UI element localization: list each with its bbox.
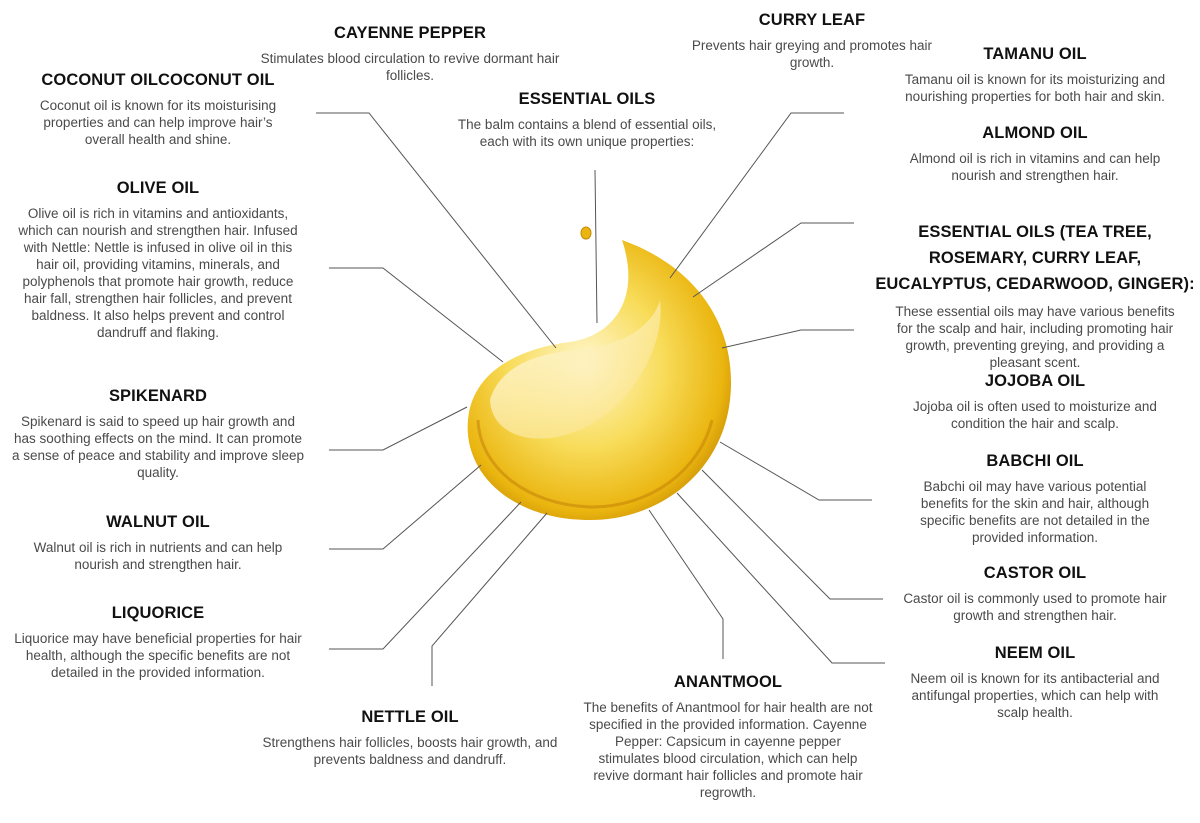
ingredient-title: ESSENTIAL OILS bbox=[518, 90, 656, 108]
oil-drop-highlight bbox=[490, 300, 661, 439]
ingredient-essential-oils: ESSENTIAL OILS The balm contains a blend… bbox=[456, 89, 718, 150]
ingredient-essential-oils-blend: ESSENTIAL OILS (TEA TREE, ROSEMARY, CURR… bbox=[870, 219, 1200, 371]
ingredient-title: WALNUT OIL bbox=[106, 513, 210, 531]
ingredient-title: ESSENTIAL OILS (TEA TREE, ROSEMARY, CURR… bbox=[875, 223, 1195, 293]
connector-jojoba bbox=[721, 329, 854, 349]
connector-coconut bbox=[316, 112, 557, 349]
ingredient-description: Walnut oil is rich in nutrients and can … bbox=[33, 540, 283, 572]
ingredient-description: The balm contains a blend of essential o… bbox=[457, 117, 717, 149]
ingredient-nettle-oil: NETTLE OIL Strengthens hair follicles, b… bbox=[260, 707, 560, 768]
ingredient-title: TAMANU OIL bbox=[983, 45, 1087, 63]
ingredient-babchi-oil: BABCHI OIL Babchi oil may have various p… bbox=[906, 451, 1164, 546]
ingredient-title: NEEM OIL bbox=[994, 644, 1076, 662]
connector-neem bbox=[676, 492, 885, 664]
ingredient-olive-oil: OLIVE OIL Olive oil is rich in vitamins … bbox=[12, 178, 304, 341]
ingredient-coconut-oil: COCONUT OILCOCONUT OIL Coconut oil is kn… bbox=[27, 70, 289, 148]
ingredient-walnut-oil: WALNUT OIL Walnut oil is rich in nutrien… bbox=[21, 512, 296, 573]
connector-anantmool bbox=[648, 509, 724, 659]
ingredient-description: Jojoba oil is often used to moisturize a… bbox=[913, 399, 1157, 431]
connector-essential-center bbox=[594, 169, 598, 324]
ingredient-almond-oil: ALMOND OIL Almond oil is rich in vitamin… bbox=[899, 123, 1171, 184]
ingredient-title: CAYENNE PEPPER bbox=[333, 24, 487, 42]
connector-olive bbox=[329, 267, 504, 363]
oil-droplet-illustration bbox=[467, 226, 732, 520]
ingredient-liquorice: LIQUORICE Liquorice may have beneficial … bbox=[12, 603, 304, 681]
ingredient-neem-oil: NEEM OIL Neem oil is known for its antib… bbox=[897, 643, 1173, 721]
connector-babchi bbox=[719, 441, 872, 501]
ingredient-jojoba-oil: JOJOBA OIL Jojoba oil is often used to m… bbox=[901, 371, 1169, 432]
connector-essential-right bbox=[692, 222, 854, 298]
ingredient-anantmool: ANANTMOOL The benefits of Anantmool for … bbox=[583, 672, 873, 801]
ingredient-description: Neem oil is known for its antibacterial … bbox=[910, 671, 1160, 720]
ingredient-description: Almond oil is rich in vitamins and can h… bbox=[909, 151, 1161, 183]
ingredient-description: Tamanu oil is known for its moisturizing… bbox=[904, 72, 1166, 104]
connector-walnut bbox=[329, 464, 482, 550]
connector-lines bbox=[316, 112, 885, 686]
ingredient-title: CURRY LEAF bbox=[758, 11, 866, 29]
connector-nettle bbox=[431, 512, 548, 686]
ingredient-title: NETTLE OIL bbox=[361, 708, 459, 726]
ingredient-title: COCONUT OILCOCONUT OIL bbox=[41, 71, 275, 89]
ingredient-description: Coconut oil is known for its moisturisin… bbox=[39, 98, 277, 147]
ingredient-castor-oil: CASTOR OIL Castor oil is commonly used t… bbox=[891, 563, 1179, 624]
ingredient-curry-leaf: CURRY LEAF Prevents hair greying and pro… bbox=[681, 10, 943, 71]
connector-spikenard bbox=[329, 406, 468, 451]
ingredient-description: Prevents hair greying and promotes hair … bbox=[691, 38, 933, 70]
ingredient-title: ANANTMOOL bbox=[673, 673, 783, 691]
ingredient-description: Babchi oil may have various potential be… bbox=[920, 479, 1150, 545]
small-oil-droplet bbox=[580, 226, 592, 240]
ingredient-description: Olive oil is rich in vitamins and antiox… bbox=[18, 206, 298, 340]
ingredient-description: These essential oils may have various be… bbox=[895, 304, 1175, 370]
ingredient-title: LIQUORICE bbox=[111, 604, 205, 622]
ingredient-tamanu-oil: TAMANU OIL Tamanu oil is known for its m… bbox=[876, 44, 1194, 105]
ingredient-title: BABCHI OIL bbox=[986, 452, 1084, 470]
ingredient-description: Spikenard is said to speed up hair growt… bbox=[12, 414, 304, 480]
ingredient-description: Strengthens hair follicles, boosts hair … bbox=[262, 735, 558, 767]
ingredient-title: OLIVE OIL bbox=[116, 179, 200, 197]
ingredient-cayenne-pepper: CAYENNE PEPPER Stimulates blood circulat… bbox=[260, 23, 560, 84]
connector-liquorice bbox=[329, 501, 522, 650]
oil-drop-rim bbox=[476, 419, 714, 509]
ingredient-spikenard: SPIKENARD Spikenard is said to speed up … bbox=[12, 386, 304, 481]
ingredient-title: CASTOR OIL bbox=[983, 564, 1087, 582]
ingredient-title: SPIKENARD bbox=[108, 387, 208, 405]
ingredient-description: The benefits of Anantmool for hair healt… bbox=[583, 700, 873, 800]
connector-curry bbox=[669, 112, 844, 279]
ingredient-description: Stimulates blood circulation to revive d… bbox=[260, 51, 560, 83]
ingredient-description: Castor oil is commonly used to promote h… bbox=[903, 591, 1167, 623]
connector-castor bbox=[701, 469, 883, 600]
ingredient-title: JOJOBA OIL bbox=[984, 372, 1086, 390]
ingredient-description: Liquorice may have beneficial properties… bbox=[14, 631, 302, 680]
ingredient-title: ALMOND OIL bbox=[982, 124, 1088, 142]
